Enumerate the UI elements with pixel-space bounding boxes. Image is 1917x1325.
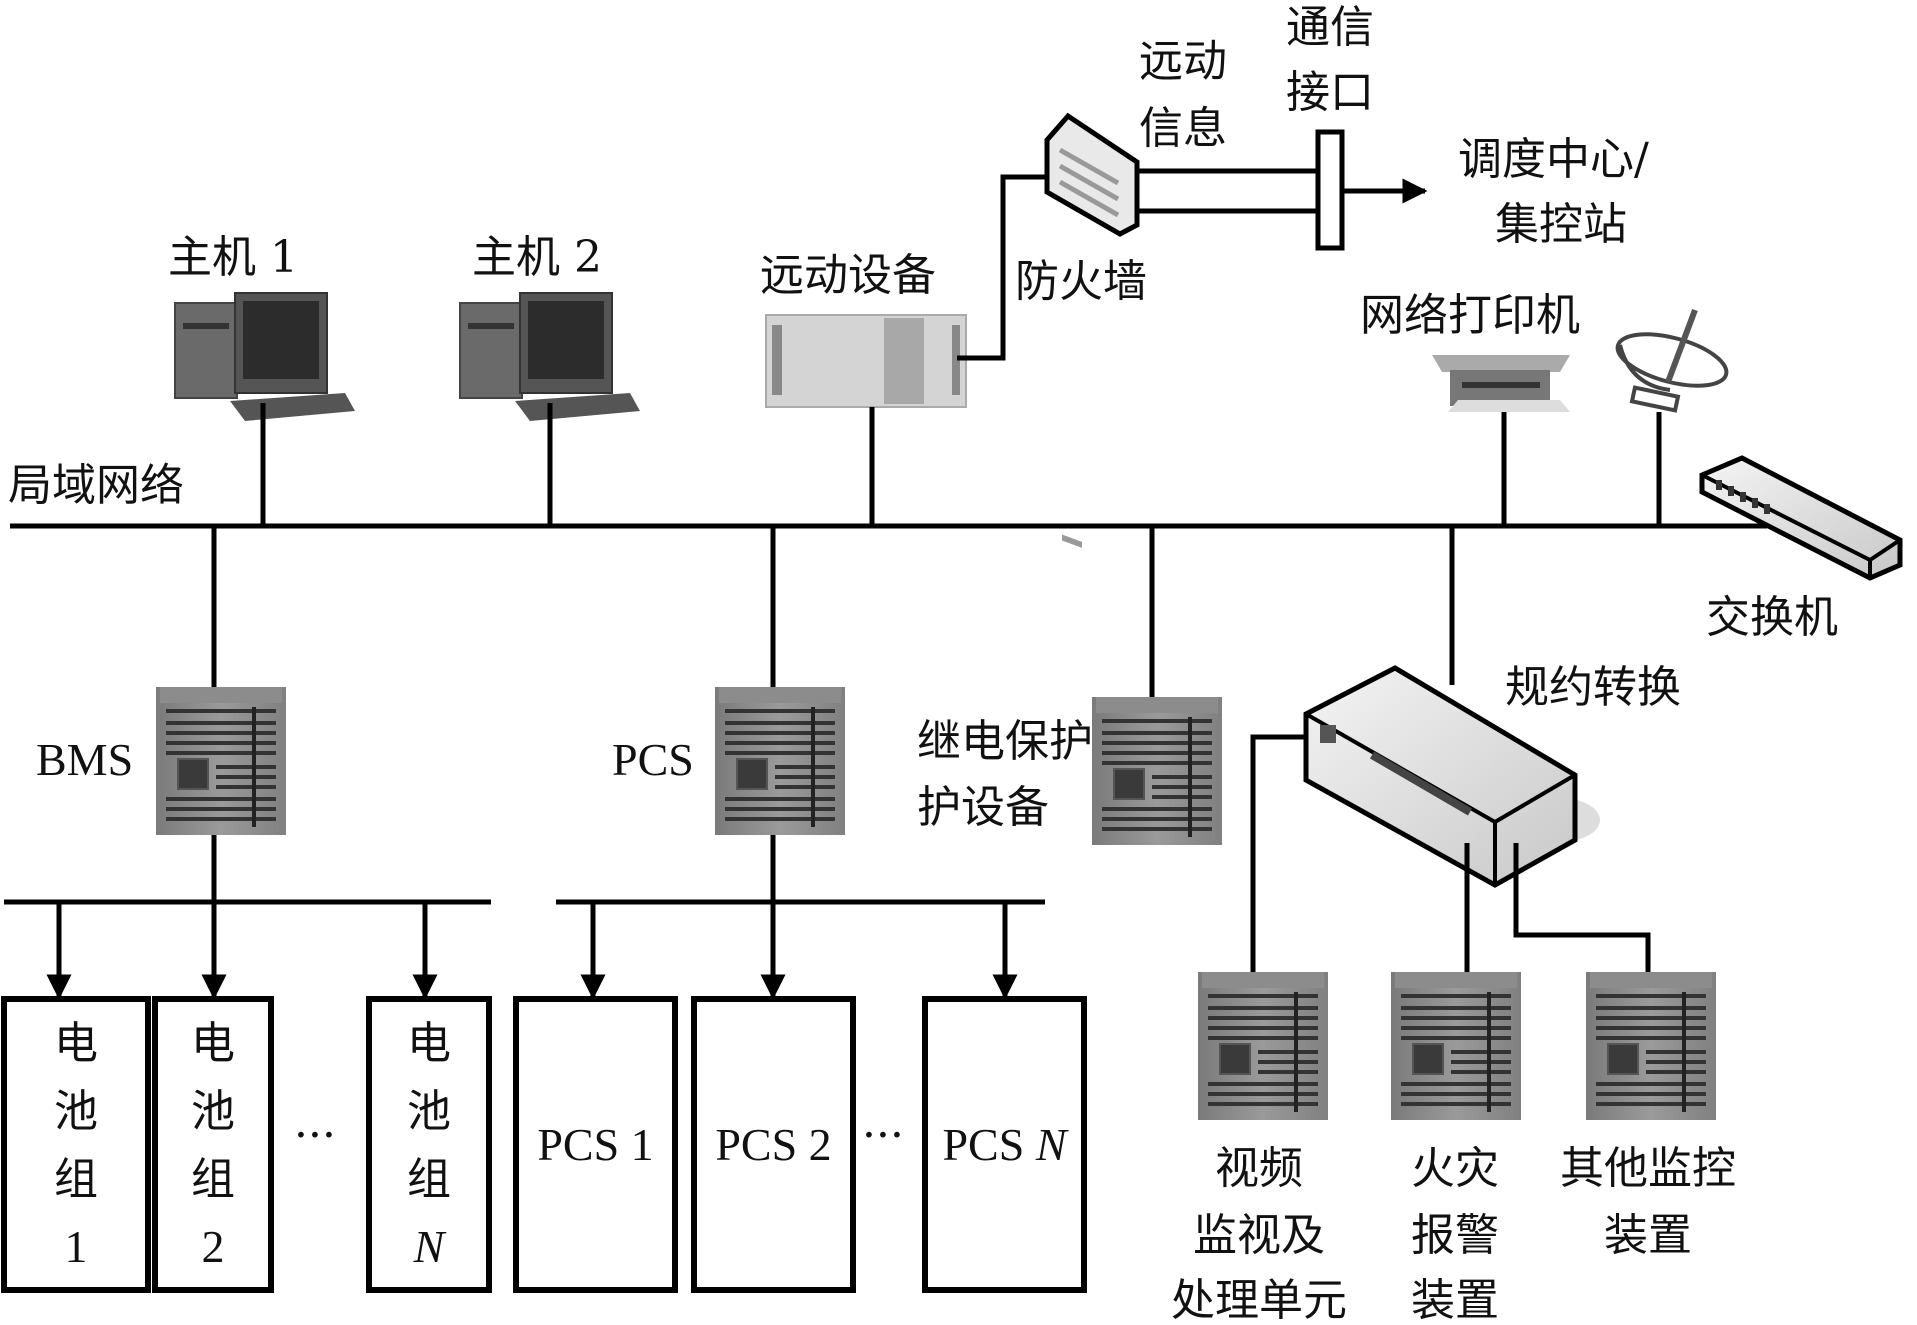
battery-group-label-line: 电 bbox=[54, 1018, 98, 1069]
battery-group-2[interactable]: 电池组 2 bbox=[152, 902, 274, 1293]
pcs-unit-label: PCS N bbox=[942, 1119, 1068, 1170]
pcs-unit-box bbox=[513, 996, 678, 1293]
pcs-unit-1[interactable]: PCS 1 bbox=[513, 902, 678, 1293]
satellite-dish-icon bbox=[1615, 308, 1729, 413]
pcs-unit-3[interactable]: PCS N bbox=[922, 902, 1087, 1293]
telecontrol-device[interactable]: 远动设备 bbox=[760, 174, 1047, 526]
video-monitor-label-line3: 处理单元 bbox=[1171, 1275, 1347, 1325]
converter-box-icon bbox=[1303, 665, 1600, 888]
firewall[interactable]: 防火墙 bbox=[1015, 112, 1147, 548]
server-icon bbox=[1091, 696, 1223, 846]
video-monitor-label-line2: 监视及 bbox=[1193, 1210, 1325, 1261]
rack-device-icon bbox=[765, 314, 967, 408]
pcs-units: PCS 1 PCS 2 PCS N bbox=[513, 902, 1087, 1293]
other-monitor-label: 其他监控 装置 bbox=[1560, 1143, 1736, 1261]
pcs-server[interactable]: PCS bbox=[612, 526, 846, 902]
battery-group-label-line: 电 bbox=[407, 1018, 451, 1069]
converter-to-other-link bbox=[1513, 843, 1651, 972]
interface-label-line1: 通信 bbox=[1286, 2, 1374, 53]
battery-group-box bbox=[366, 996, 492, 1293]
switch-icon bbox=[1699, 455, 1903, 581]
pcs-unit-label: PCS 2 bbox=[715, 1119, 831, 1170]
battery-group-box bbox=[152, 996, 274, 1293]
pcs-ellipsis: ··· bbox=[862, 1110, 904, 1161]
firewall-label: 防火墙 bbox=[1015, 256, 1147, 307]
dispatch-label-line1: 调度中心/ bbox=[1458, 134, 1649, 185]
network-printer[interactable]: 网络打印机 bbox=[1360, 290, 1580, 526]
interface-port-icon bbox=[1315, 129, 1345, 251]
relay-label-line2: 护设备 bbox=[917, 782, 1049, 833]
fire-alarm-label-line1: 火灾 bbox=[1411, 1143, 1499, 1194]
pcs-unit-label: PCS 1 bbox=[537, 1119, 653, 1170]
other-monitor-label-line1: 其他监控 bbox=[1560, 1143, 1736, 1194]
switch-label: 交换机 bbox=[1706, 592, 1838, 643]
battery-group-label-line: 电 bbox=[191, 1018, 235, 1069]
communication-interface[interactable] bbox=[1315, 129, 1345, 251]
server-icon bbox=[714, 686, 846, 836]
host-2-label: 主机 2 bbox=[472, 232, 602, 283]
fire-alarm-label: 火灾 报警 装置 bbox=[1411, 1143, 1499, 1325]
battery-group-label-line: 池 bbox=[407, 1086, 451, 1137]
telecontrol-to-firewall-link bbox=[957, 174, 1047, 361]
converter-label: 规约转换 bbox=[1505, 662, 1681, 713]
converter-to-video-link bbox=[1250, 734, 1306, 972]
host-2[interactable]: 主机 2 bbox=[459, 232, 640, 526]
battery-group-label-line: 池 bbox=[191, 1086, 235, 1137]
battery-group-label-line: 2 bbox=[202, 1221, 225, 1272]
pcs-unit-box bbox=[691, 996, 856, 1293]
interface-label-line2: 接口 bbox=[1286, 67, 1374, 118]
battery-group-label-line: 组 bbox=[407, 1154, 451, 1205]
fire-alarm-label-line3: 装置 bbox=[1411, 1275, 1499, 1325]
battery-group-box bbox=[1, 996, 151, 1293]
bms-server[interactable]: BMS bbox=[36, 526, 287, 902]
battery-group-label-line: 组 bbox=[54, 1154, 98, 1205]
fire-alarm-label-line2: 报警 bbox=[1411, 1210, 1499, 1261]
battery-group-label-line: 1 bbox=[65, 1221, 88, 1272]
firewall-icon bbox=[1044, 112, 1140, 548]
video-monitor-server-icon[interactable] bbox=[1197, 971, 1329, 1121]
battery-group-label-line: N bbox=[413, 1221, 447, 1272]
pcs-label: PCS bbox=[612, 734, 694, 785]
relay-protection-device[interactable]: 继电保护 护设备 bbox=[917, 526, 1223, 846]
bms-ellipsis: ··· bbox=[294, 1110, 336, 1161]
pcs-unit-2[interactable]: PCS 2 bbox=[691, 902, 856, 1293]
host-1-label: 主机 1 bbox=[168, 232, 298, 283]
video-monitor-label-line1: 视频 bbox=[1215, 1143, 1303, 1194]
battery-group-label-line: 池 bbox=[54, 1086, 98, 1137]
relay-label-line1: 继电保护 bbox=[917, 716, 1093, 767]
telecontrol-info-label-line2: 信息 bbox=[1139, 103, 1227, 154]
telecontrol-info-label-line1: 远动 bbox=[1139, 36, 1227, 87]
dispatch-label-line2: 集控站 bbox=[1495, 199, 1627, 250]
video-monitor-label: 视频 监视及 处理单元 bbox=[1171, 1143, 1347, 1325]
protocol-converter[interactable]: 规约转换 bbox=[1250, 526, 1681, 972]
lan-label: 局域网络 bbox=[8, 460, 184, 511]
host-1[interactable]: 主机 1 bbox=[168, 232, 355, 526]
bms-label: BMS bbox=[36, 734, 133, 785]
telecontrol-device-label: 远动设备 bbox=[760, 250, 936, 301]
printer-icon bbox=[1432, 355, 1570, 412]
other-monitor-server-icon[interactable] bbox=[1585, 971, 1717, 1121]
battery-group-label-line: 组 bbox=[191, 1154, 235, 1205]
pcs-unit-box bbox=[922, 996, 1087, 1293]
fire-alarm-server-icon[interactable] bbox=[1390, 971, 1522, 1121]
desktop-computer-icon bbox=[174, 292, 355, 421]
printer-label: 网络打印机 bbox=[1360, 290, 1580, 341]
desktop-computer-icon bbox=[459, 292, 640, 421]
satellite-dish[interactable] bbox=[1612, 308, 1732, 526]
network-switch[interactable]: 交换机 bbox=[1699, 455, 1903, 643]
other-monitor-label-line2: 装置 bbox=[1604, 1210, 1692, 1261]
server-icon bbox=[155, 686, 287, 836]
battery-group-1[interactable]: 电池组 1 bbox=[1, 902, 151, 1293]
